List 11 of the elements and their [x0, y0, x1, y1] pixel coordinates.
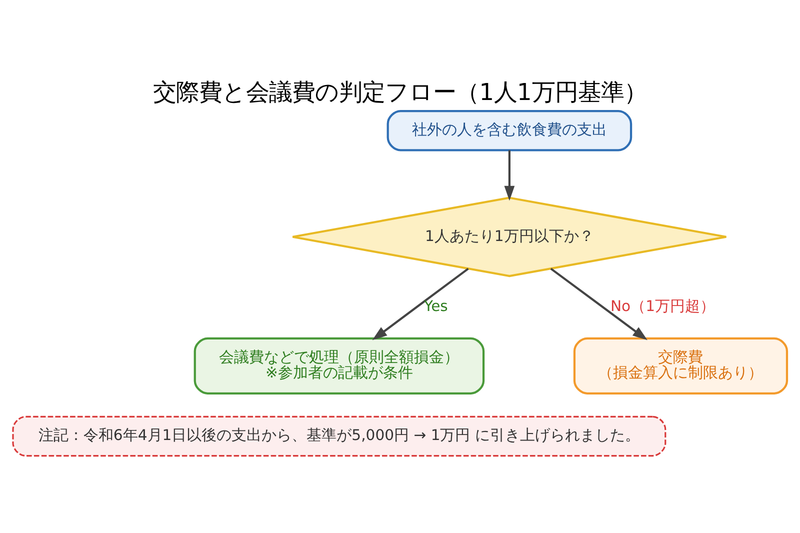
arrow: [550, 268, 648, 340]
edge-label: No（1万円超）: [610, 298, 716, 316]
diagram-title: 交際費と会議費の判定フロー（1人1万円基準）: [153, 79, 647, 106]
arrow: [504, 150, 515, 201]
node-box: 社外の人を含む飲食費の支出: [386, 110, 632, 152]
edge-label: Yes: [424, 298, 448, 316]
node-diamond: 1人あたり1万円以下か？: [292, 196, 728, 278]
node-box: 注記：令和6年4月1日以後の支出から、基準が5,000円 → 1万円 に引き上げられました。: [12, 416, 666, 457]
arrow: [372, 268, 469, 340]
node-box: 交際費 （損金算入に制限あり）: [573, 337, 788, 394]
node-box: 会議費などで処理（原則全額損金） ※参加者の記載が条件: [194, 337, 485, 394]
